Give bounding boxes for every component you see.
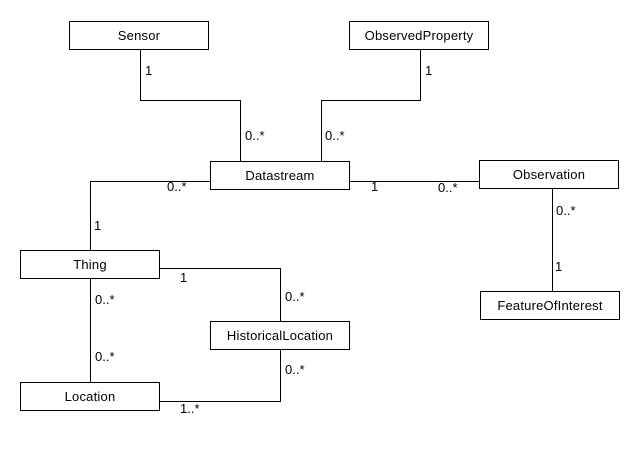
multiplicity-histloc-location-end: 0..* <box>285 362 305 377</box>
connector-observedproperty-datastream <box>420 50 421 101</box>
entity-datastream: Datastream <box>210 161 350 190</box>
entity-label: FeatureOfInterest <box>497 298 603 313</box>
entity-historicallocation: HistoricalLocation <box>210 321 350 350</box>
multiplicity-datastream-sensor-end: 0..* <box>245 128 265 143</box>
entity-label: Datastream <box>245 168 315 183</box>
entity-label: ObservedProperty <box>364 28 474 43</box>
entity-thing: Thing <box>20 250 160 279</box>
entity-label: Thing <box>73 257 107 272</box>
entity-label: Observation <box>512 167 586 182</box>
multiplicity-histloc-thing-end: 0..* <box>285 289 305 304</box>
connector-location-historicallocation <box>159 401 280 402</box>
multiplicity-datastream-thing-end: 0..* <box>167 179 187 194</box>
multiplicity-thing-histloc-end: 1 <box>180 270 188 285</box>
entity-observation: Observation <box>479 160 619 189</box>
multiplicity-thing-datastream-end: 1 <box>94 218 102 233</box>
connector-observation-featureofinterest <box>552 189 553 291</box>
connector-thing-datastream <box>90 181 210 182</box>
multiplicity-datastream-observation-end: 1 <box>371 179 379 194</box>
connector-thing-historicallocation <box>280 268 281 321</box>
multiplicity-location-histloc-end: 1..* <box>180 401 200 416</box>
entity-location: Location <box>20 382 160 411</box>
multiplicity-observation-foi-end: 0..* <box>556 203 576 218</box>
entity-label: Location <box>64 389 116 404</box>
connector-location-historicallocation <box>280 349 281 402</box>
multiplicity-sensor-end: 1 <box>145 63 153 78</box>
connector-sensor-datastream <box>140 50 141 101</box>
multiplicity-featureofinterest-end: 1 <box>555 259 563 274</box>
entity-featureofinterest: FeatureOfInterest <box>480 291 620 320</box>
entity-label: HistoricalLocation <box>226 328 334 343</box>
connector-observedproperty-datastream <box>321 100 322 161</box>
connector-thing-historicallocation <box>159 268 280 269</box>
connector-datastream-observation <box>350 181 479 182</box>
entity-label: Sensor <box>117 28 161 43</box>
multiplicity-datastream-obsprop-end: 0..* <box>325 128 345 143</box>
connector-sensor-datastream <box>240 100 241 161</box>
connector-observedproperty-datastream <box>321 100 421 101</box>
connector-sensor-datastream <box>140 100 241 101</box>
multiplicity-observation-datastream-end: 0..* <box>438 180 458 195</box>
multiplicity-thing-location-end: 0..* <box>95 292 115 307</box>
entity-observedproperty: ObservedProperty <box>349 21 489 50</box>
connector-thing-datastream <box>90 181 91 250</box>
multiplicity-location-thing-end: 0..* <box>95 349 115 364</box>
connector-thing-location <box>90 279 91 382</box>
entity-sensor: Sensor <box>69 21 209 50</box>
multiplicity-observedproperty-end: 1 <box>425 63 433 78</box>
